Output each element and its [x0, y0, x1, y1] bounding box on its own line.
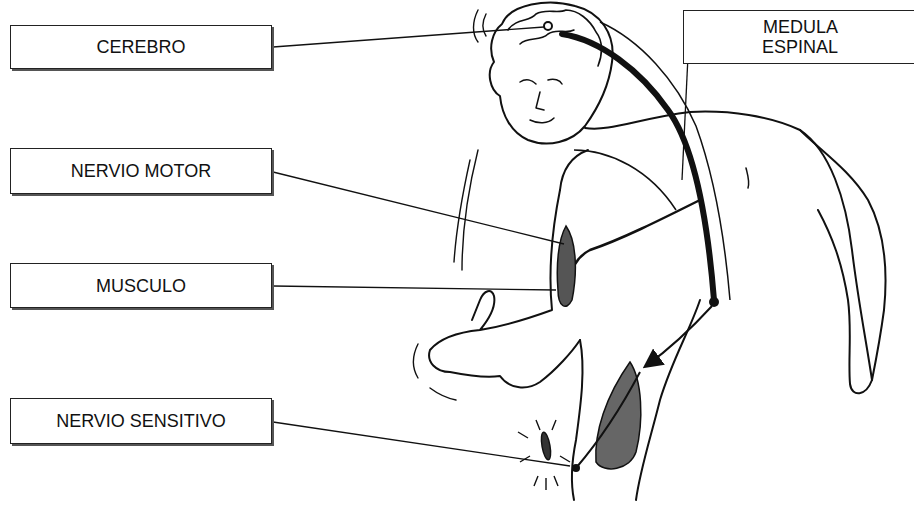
label-box: NERVIO SENSITIVO — [10, 398, 272, 444]
label-box: NERVIO MOTOR — [10, 148, 272, 194]
spinal-cord — [562, 34, 714, 300]
hand-motion — [414, 344, 457, 400]
brain-folds — [508, 10, 602, 66]
insect-sting — [518, 420, 570, 490]
head-outline — [490, 3, 613, 144]
face — [520, 79, 562, 123]
motor-nerve — [570, 200, 700, 280]
leg-muscle — [596, 362, 641, 469]
label-box: MEDULA ESPINAL — [683, 10, 914, 64]
label-text: NERVIO MOTOR — [71, 161, 211, 181]
chest-mark — [746, 168, 749, 188]
sensory-nerve-arrow — [646, 306, 712, 366]
label-text: CEREBRO — [96, 37, 185, 57]
body-side — [572, 300, 700, 500]
sensory-nerve — [576, 372, 640, 468]
spinal-node — [709, 297, 719, 307]
brain-point — [544, 22, 552, 30]
motion-marks — [454, 10, 486, 270]
label-box: MUSCULO — [10, 263, 272, 308]
label-box: CEREBRO — [10, 25, 272, 69]
right-arm — [800, 130, 885, 393]
label-text: MEDULA ESPINAL — [710, 17, 838, 57]
label-text: MUSCULO — [96, 276, 186, 296]
leader-lines — [273, 27, 688, 466]
sensory-point — [572, 464, 580, 472]
label-text: NERVIO SENSITIVO — [56, 411, 226, 431]
arm-muscle — [557, 226, 575, 306]
